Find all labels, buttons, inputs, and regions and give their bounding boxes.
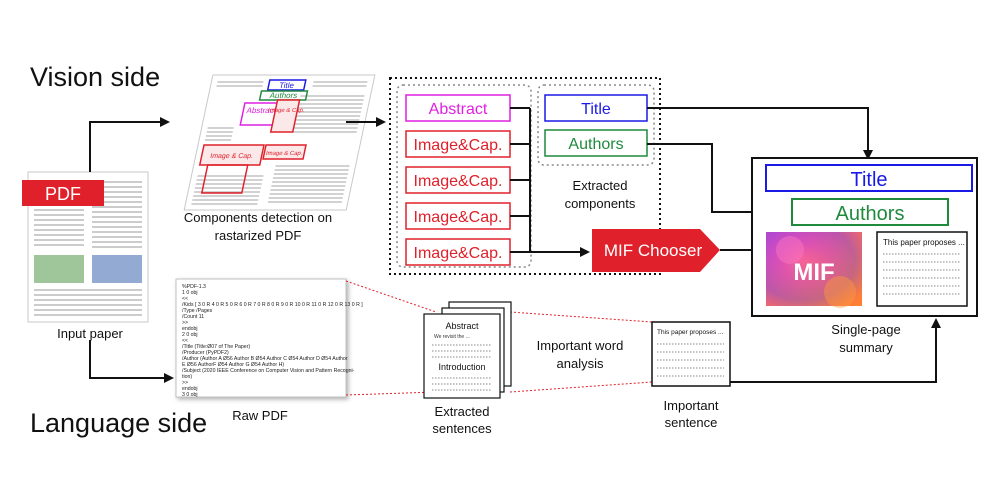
- component-title-label: Title: [581, 101, 611, 118]
- important-sentence-lines: [657, 343, 724, 377]
- detected-image-box-4: [200, 164, 249, 194]
- input-paper: PDF: [22, 171, 149, 323]
- important-caption-1: Important: [664, 398, 719, 413]
- pdf-badge-label: PDF: [45, 184, 81, 204]
- components-caption-1: Extracted: [573, 178, 628, 193]
- svg-text:>>: >>: [182, 380, 188, 386]
- sentences-caption-1: Extracted: [435, 404, 490, 419]
- svg-text:endobj: endobj: [182, 386, 198, 392]
- mif-chooser-shape: [592, 229, 720, 272]
- arrow-title-to-summary: [647, 107, 873, 160]
- components-outer-dotted-frame: [389, 77, 661, 275]
- svg-text:E Ø56 AuthorF Ø54 Author G Ø54: E Ø56 AuthorF Ø54 Author G Ø54 Author H): [182, 362, 284, 368]
- summary-authors-box: [791, 198, 949, 226]
- word-analysis-label-2: analysis: [557, 356, 604, 371]
- detected-image-label-3: Image & Cap.: [265, 151, 303, 157]
- svg-text:/Producer (PyPDF2): /Producer (PyPDF2): [182, 350, 229, 356]
- summary-caption-2: summary: [839, 340, 893, 355]
- component-title: [544, 94, 648, 122]
- component-image-4: [405, 238, 511, 266]
- detected-abstract-label: Abstract: [246, 106, 278, 115]
- components-right-dotted-frame: [537, 84, 655, 166]
- detected-title-label: Title: [278, 81, 295, 90]
- important-sentence-box: [651, 321, 731, 387]
- component-image-3-label: Image&Cap.: [414, 209, 503, 226]
- arrow-input-to-language: [89, 340, 174, 383]
- sentence-abstract-heading: Abstract: [445, 321, 479, 331]
- summary-mif-label: MIF: [793, 259, 834, 286]
- input-paper-figure-1: [34, 255, 84, 283]
- sentences-caption-2: sentences: [432, 421, 492, 436]
- svg-text:endobj: endobj: [182, 326, 198, 332]
- svg-text:/Title (Title:Ø07 of The Paper: /Title (Title:Ø07 of The Paper): [182, 344, 250, 350]
- sentence-abstract-lines: [432, 344, 492, 358]
- svg-text:<<: <<: [182, 338, 188, 344]
- svg-text:/Kids [ 3 0 R 4 0 R 5 0 R 6 0: /Kids [ 3 0 R 4 0 R 5 0 R 6 0 R 7 0 R 8 …: [182, 302, 363, 308]
- svg-text:tion): tion): [182, 374, 192, 380]
- component-abstract-label: Abstract: [429, 101, 488, 118]
- summary-title-box: [765, 164, 973, 192]
- detected-image-box-1: [269, 99, 301, 133]
- raw-pdf-box: [175, 278, 347, 398]
- component-image-2-label: Image&Cap.: [414, 173, 503, 190]
- pdf-badge: [22, 180, 104, 206]
- detected-authors-label: Authors: [269, 91, 298, 100]
- detected-image-label-1: Image & Cap.: [267, 108, 305, 114]
- mif-chooser-label: MIF Chooser: [604, 241, 703, 260]
- summary-title-label: Title: [850, 169, 887, 191]
- summary-authors-label: Authors: [836, 203, 905, 225]
- important-caption-2: sentence: [665, 415, 718, 430]
- sentence-introduction-lines: [432, 377, 492, 391]
- component-image-1-label: Image&Cap.: [414, 137, 503, 154]
- component-image-4-label: Image&Cap.: [414, 245, 503, 262]
- svg-text:/Author (Author A Ø56 Author B: /Author (Author A Ø56 Author B Ø54 Autho…: [182, 356, 348, 362]
- arrow-input-to-vision: [89, 117, 170, 172]
- detection-caption-2: rastarized PDF: [215, 228, 302, 243]
- input-paper-caption: Input paper: [57, 326, 123, 341]
- component-authors-label: Authors: [568, 136, 623, 153]
- svg-text:<<: <<: [182, 296, 188, 302]
- summary-text-head: This paper proposes ...: [883, 238, 965, 247]
- sentence-introduction-heading: Introduction: [438, 362, 485, 372]
- svg-text:/Type /Pages: /Type /Pages: [182, 308, 213, 314]
- svg-text:3 0 obj: 3 0 obj: [182, 392, 198, 398]
- vision-side-label: Vision side: [30, 62, 160, 92]
- word-analysis-label-1: Important word: [537, 338, 624, 353]
- projection-lines: [345, 280, 653, 396]
- summary-mif-image: [766, 232, 862, 308]
- svg-text:1 0 obj: 1 0 obj: [182, 290, 198, 296]
- detected-title-box: [266, 79, 307, 91]
- arrow-important-to-summary: [730, 318, 941, 383]
- component-abstract: [405, 94, 511, 122]
- input-paper-figure-2: [92, 255, 142, 283]
- components-caption-2: components: [565, 196, 636, 211]
- detected-image-label-2: Image & Cap.: [209, 153, 253, 160]
- sentence-abstract-sub: We revisit the ...: [434, 334, 470, 340]
- summary-text-lines: [883, 253, 960, 295]
- detection-paper: Title Authors Abstract Image & Cap. Imag…: [183, 74, 376, 211]
- svg-text:/Count 11: /Count 11: [182, 314, 204, 320]
- summary-caption-1: Single-page: [831, 322, 900, 337]
- svg-text:/Subject (2020 IEEE Conference: /Subject (2020 IEEE Conference on Comput…: [182, 368, 355, 374]
- component-authors: [544, 129, 648, 157]
- detected-image-box-3: [262, 144, 307, 160]
- svg-text:2 0 obj: 2 0 obj: [182, 332, 198, 338]
- arrow-authors-to-summary: [647, 143, 791, 217]
- detection-caption-1: Components detection on: [184, 210, 332, 225]
- component-image-1: [405, 130, 511, 158]
- important-sentence-head: This paper proposes ...: [657, 329, 724, 336]
- language-side-label: Language side: [30, 408, 207, 438]
- svg-text:%PDF-1.3: %PDF-1.3: [182, 284, 206, 290]
- components-connectors: [510, 107, 531, 252]
- svg-text:>>: >>: [182, 320, 188, 326]
- raw-pdf-caption: Raw PDF: [232, 408, 288, 423]
- raw-pdf-lines: %PDF-1.3 1 0 obj << /Kids [ 3 0 R 4 0 R …: [182, 284, 363, 398]
